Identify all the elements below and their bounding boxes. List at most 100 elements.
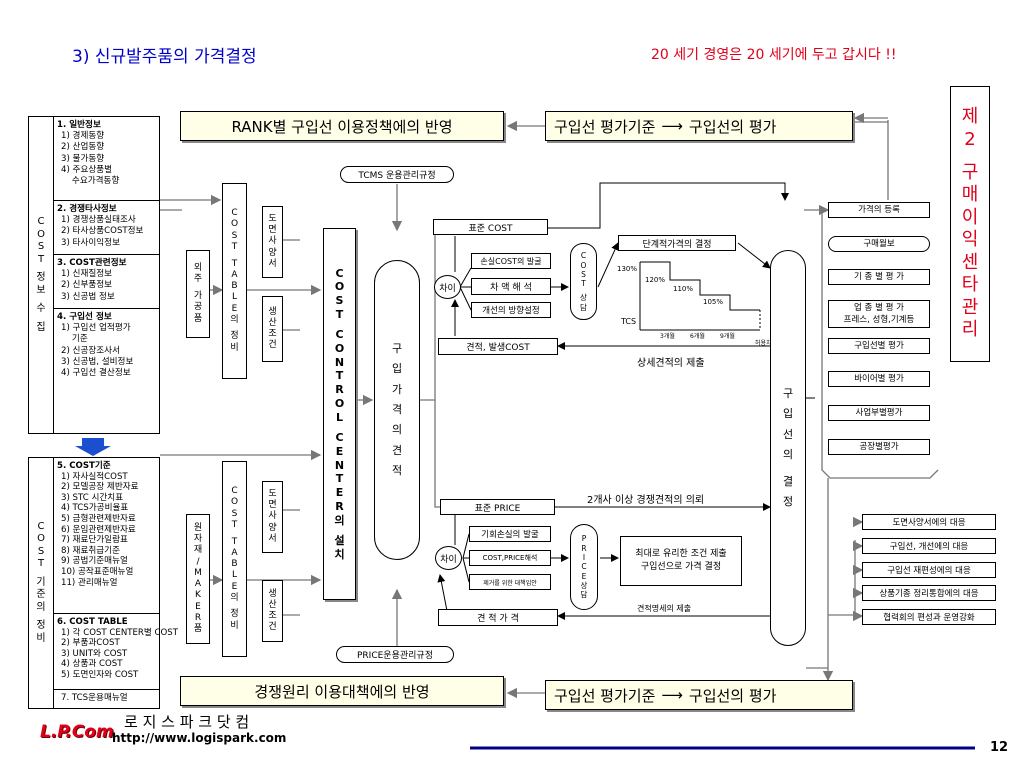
info-section-item: 5) 금형관련제반자료 <box>61 513 136 524</box>
price-estimate-char <box>395 376 399 383</box>
price-estimate-char: 가 <box>391 382 403 396</box>
info-section-title: 4. 구입선 정보 <box>57 312 112 322</box>
stair-month-6: 6개월 <box>690 333 705 340</box>
improvement-direction-box: 개선의 방향설정 <box>471 302 551 318</box>
upper-production-cond-char: 산 <box>268 317 277 328</box>
cost-info-side-char: T <box>37 253 45 265</box>
cost-control-char: N <box>334 355 345 369</box>
upper-cost-table-char: B <box>231 281 238 291</box>
price-negotiation-char: P <box>581 534 587 544</box>
cost-negotiation-char: C <box>580 251 587 261</box>
profit-center-title-char: 리 <box>961 319 979 341</box>
page-title: 3) 신규발주품의 가격결정 <box>72 47 257 67</box>
company-url[interactable]: http://www.logispark.com <box>112 731 287 745</box>
info-section: 7. TCS운용매뉴얼 <box>53 690 159 707</box>
upper-drawing-spec-char: 서 <box>268 258 277 269</box>
price-estimate-char: 의 <box>391 423 403 437</box>
tcms-rule-pill: TCMS 운용관리규정 <box>340 166 454 183</box>
supplier-decision-char: 입 <box>782 407 794 421</box>
price-estimate-char <box>395 417 399 424</box>
upper-cost-table-char: 비 <box>230 342 239 353</box>
cost-control-char: 설 <box>334 533 345 547</box>
cost-control-char: T <box>335 369 344 383</box>
cost-negotiation-char: 상 <box>580 293 587 303</box>
lower-drawing-spec-char: 사 <box>268 511 277 522</box>
profit-center-title-char: 이 <box>961 206 979 228</box>
info-section-item: 2) 신부품정보 <box>61 280 113 291</box>
estimate-cost-box: 견적, 발생COST <box>438 338 558 355</box>
top-criteria-label: 구입선 평가기준 <box>554 117 656 136</box>
price-estimate-char: 견 <box>391 443 403 457</box>
staged-price-box: 단계적가격의 결정 <box>618 235 736 251</box>
lower-drawing-spec-char: 양 <box>268 522 277 533</box>
cost-info-side-char: C <box>37 216 45 227</box>
supplier-decision-column: 구 입 선 의 결 정 <box>770 250 806 646</box>
upper-drawing-spec-char: 양 <box>268 247 277 258</box>
profit-center-title-char: 관 <box>961 296 979 318</box>
outsourced-char: 주 <box>193 274 203 285</box>
cost-control-char: L <box>335 410 343 424</box>
raw-material-char: K <box>195 590 201 601</box>
stair-label-130: 130% <box>617 265 638 273</box>
info-section-item: 기준 <box>61 334 88 345</box>
cost-control-char: O <box>334 341 345 355</box>
profit-center-title-char: 2 <box>964 128 976 150</box>
best-condition-line-1: 최대로 유리한 조건 제출 <box>635 549 727 559</box>
lower-production-cond-char: 조 <box>268 611 277 621</box>
lower-cost-table-char: T <box>231 519 238 530</box>
cost-control-char: N <box>334 458 345 472</box>
upper-cost-table-char: O <box>230 219 239 230</box>
upper-drawing-spec-char: 도 <box>268 213 277 224</box>
cost-control-char: T <box>335 307 344 321</box>
cost-control-char <box>338 424 342 431</box>
cost-standard-side-char: 기 <box>36 576 46 588</box>
upper-drawing-spec-char: 면 <box>268 225 277 236</box>
upper-cost-table-char: C <box>231 208 238 219</box>
price-negotiation-char: C <box>581 562 587 572</box>
outsourced-char: 외 <box>193 263 203 274</box>
info-section-title: 1. 일반정보 <box>57 120 101 130</box>
info-section-item: 2) 부품과COST <box>61 638 120 649</box>
info-section-item: 2) 산업동향 <box>61 142 105 153</box>
supplier-decision-char: 선 <box>782 427 794 441</box>
price-negotiation-char: R <box>581 543 587 553</box>
arrow-right-icon: ⟶ <box>661 117 683 135</box>
cost-standard-side-char: S <box>37 545 45 557</box>
info-section-item: 5) 도면인자와 COST <box>61 669 139 680</box>
cost-control-char: E <box>335 444 344 458</box>
info-section-item: 7) 재료단가일람표 <box>61 535 128 546</box>
lower-drawing-spec-char: 면 <box>268 500 277 511</box>
cost-standard-side-char: O <box>37 533 45 545</box>
supplier-decision-char: 정 <box>782 495 794 509</box>
supplier-decision-char: 의 <box>782 448 794 461</box>
upper-cost-table-char: A <box>231 269 238 280</box>
cost-control-char <box>338 527 342 534</box>
outsourced-char: 가 <box>193 291 203 302</box>
company-logo: L.P.Com <box>40 722 114 742</box>
upper-production-cond-char: 생 <box>268 306 277 317</box>
evaluation-item: 공장별평가 <box>828 439 930 455</box>
price-estimate-char <box>395 397 399 404</box>
price-estimate-char: 입 <box>391 362 403 376</box>
info-section-item: 4) 주요상품별 <box>61 164 113 175</box>
price-estimate-char <box>395 458 399 465</box>
evaluation-item: 업 종 별 평 가 프레스, 성형,기계등 <box>828 300 930 328</box>
raw-material-char: E <box>195 601 201 612</box>
lower-production-cond-char: 산 <box>268 599 277 610</box>
cost-standard-side-char: 정 <box>36 620 46 632</box>
info-section-item: 1) 자사실적COST <box>61 471 128 482</box>
price-estimate-char: 격 <box>391 403 403 417</box>
info-section-item: 8) 재료취급기준 <box>61 545 120 556</box>
cost-control-char: R <box>335 499 344 513</box>
cost-negotiation-char: 담 <box>580 302 587 312</box>
